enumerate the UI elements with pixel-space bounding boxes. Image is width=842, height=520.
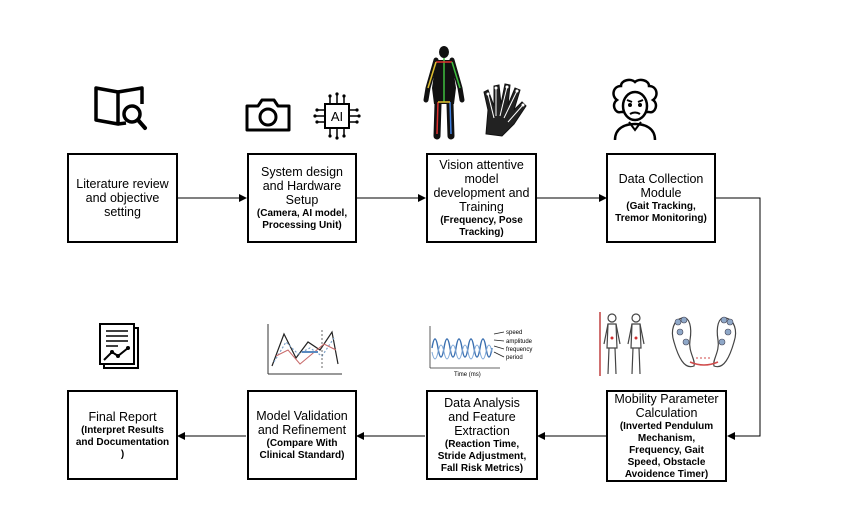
graph-label-speed: speed	[506, 330, 522, 336]
step-system-design: System design and Hardware Setup (Camera…	[247, 153, 357, 243]
step-mobility-parameter: Mobility Parameter Calculation (Inverted…	[606, 390, 727, 482]
step-data-collection: Data Collection Module (Gait Tracking, T…	[606, 153, 716, 243]
oscillation-graph-icon: speed amplitude frequency period Time (m…	[429, 326, 533, 378]
graph-label-period: period	[506, 355, 523, 361]
ai-chip-label: AI	[331, 109, 343, 124]
report-document-icon	[99, 323, 139, 369]
step-subtitle: (Reaction Time, Stride Adjustment, Fall …	[437, 438, 527, 474]
pose-skeleton-icon	[423, 46, 465, 140]
gait-pose-figures-icon	[599, 312, 645, 376]
step-title: Model Validation and Refinement	[256, 408, 348, 437]
step-title: Final Report	[88, 409, 157, 424]
book-search-icon	[94, 86, 147, 130]
arrow-4-5	[716, 197, 761, 440]
step-subtitle: (Inverted Pendulum Mechanism, Frequency,…	[619, 420, 714, 480]
graph-xlabel: Time (ms)	[454, 372, 481, 378]
elderly-person-icon	[612, 78, 658, 141]
step-literature-review: Literature review and objective setting	[67, 153, 178, 243]
hand-tracking-icon	[483, 83, 527, 137]
step-title: Data Collection Module	[618, 171, 704, 200]
step-title: System design and Hardware Setup	[261, 164, 343, 207]
step-subtitle: (Frequency, Pose Tracking)	[440, 214, 523, 238]
camera-icon	[245, 98, 291, 132]
step-subtitle: (Camera, AI model, Processing Unit)	[256, 207, 348, 231]
graph-label-amplitude: amplitude	[506, 339, 533, 345]
step-title: Mobility Parameter Calculation	[614, 391, 719, 420]
step-final-report: Final Report (Interpret Results and Docu…	[67, 390, 178, 480]
step-subtitle: (Compare With Clinical Standard)	[259, 437, 345, 461]
foot-pressure-icon	[671, 316, 737, 368]
step-model-validation: Model Validation and Refinement (Compare…	[247, 390, 357, 480]
step-subtitle: (Interpret Results and Documentation )	[75, 424, 170, 460]
step-title: Data Analysis and Feature Extraction	[444, 395, 520, 438]
step-data-analysis: Data Analysis and Feature Extraction (Re…	[426, 390, 538, 480]
step-subtitle: (Gait Tracking, Tremor Monitoring)	[615, 200, 707, 224]
ai-chip-icon: AI	[313, 92, 361, 140]
validation-plot-icon	[267, 324, 342, 375]
step-title: Vision attentive model development and T…	[433, 157, 530, 214]
step-vision-model: Vision attentive model development and T…	[426, 153, 537, 243]
step-title: Literature review and objective setting	[76, 177, 169, 219]
graph-label-frequency: frequency	[506, 347, 532, 353]
